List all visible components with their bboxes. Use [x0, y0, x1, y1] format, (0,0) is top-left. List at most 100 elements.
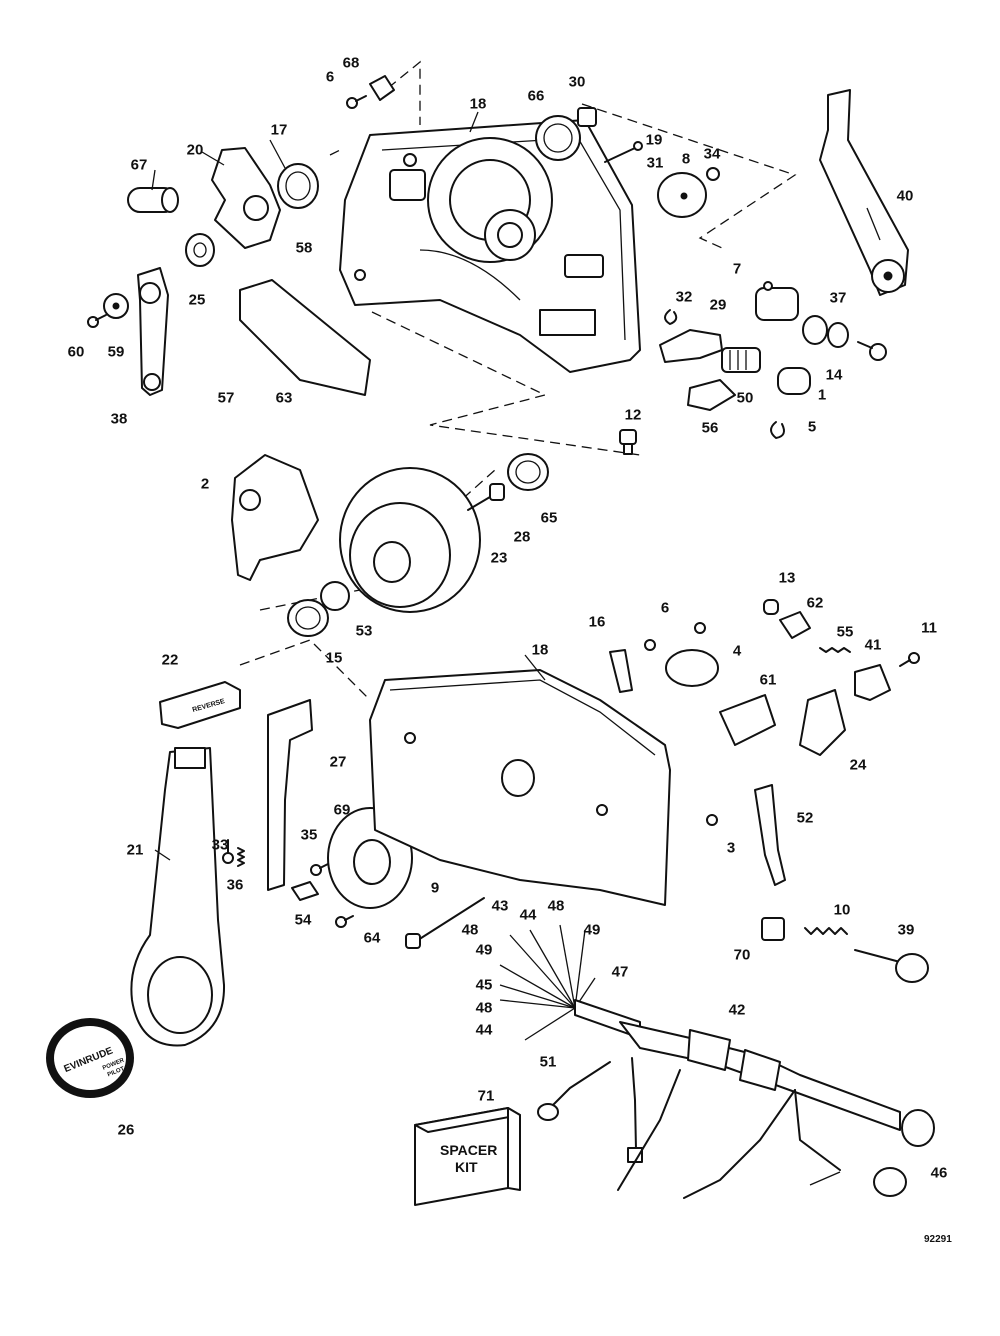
slider-27 — [267, 699, 313, 891]
callout-9: 9 — [430, 879, 440, 897]
callout-33: 33 — [211, 836, 229, 854]
clip-54 — [291, 881, 319, 901]
latch-56 — [687, 379, 736, 411]
plate-24 — [799, 689, 846, 756]
callout-16: 16 — [588, 613, 606, 631]
callout-1: 1 — [817, 386, 827, 404]
callout-48c: 48 — [475, 999, 493, 1017]
callout-6: 6 — [325, 68, 335, 86]
callout-13: 13 — [778, 569, 796, 587]
callout-12: 12 — [624, 406, 642, 424]
upper-housing — [339, 119, 641, 373]
bracket-2 — [231, 454, 319, 581]
callout-49b: 49 — [475, 941, 493, 959]
callout-46: 46 — [930, 1164, 948, 1182]
callout-58: 58 — [295, 239, 313, 257]
callout-10: 10 — [833, 901, 851, 919]
callout-5: 5 — [807, 418, 817, 436]
wire-leads — [499, 924, 596, 1041]
callout-66: 66 — [527, 87, 545, 105]
callout-45: 45 — [475, 976, 493, 994]
callout-52: 52 — [796, 809, 814, 827]
screw-11 — [899, 652, 920, 667]
callout-11: 11 — [921, 619, 937, 637]
callout-20: 20 — [186, 141, 204, 159]
screw-33 — [222, 839, 234, 864]
cover-plate-61 — [719, 694, 776, 746]
evinrude-badge: EVINRUDE POWER PILOT — [46, 1018, 134, 1098]
plug-13 — [763, 599, 779, 615]
ring-53 — [320, 581, 350, 611]
callout-15: 15 — [325, 649, 343, 667]
callout-64: 64 — [363, 929, 381, 947]
callout-34: 34 — [703, 145, 721, 163]
cylinder-67 — [127, 187, 179, 213]
block-62 — [779, 611, 811, 639]
washer-25 — [185, 233, 215, 267]
callout-19: 19 — [645, 131, 663, 149]
callout-61: 61 — [759, 671, 777, 689]
screw-7 — [763, 281, 773, 291]
nut-34 — [706, 167, 720, 181]
spring-10 — [804, 927, 848, 935]
drawing-code: 92291 — [924, 1234, 952, 1245]
lever-52 — [754, 784, 786, 886]
cylinder-1 — [777, 367, 811, 395]
callout-60: 60 — [67, 343, 85, 361]
callout-71: 71 — [477, 1087, 495, 1105]
callout-48b: 48 — [461, 921, 479, 939]
screw-35 — [310, 863, 329, 876]
callout-62: 62 — [806, 594, 824, 612]
callout-32: 32 — [675, 288, 693, 306]
switch-41 — [854, 664, 891, 701]
callout-3: 3 — [726, 839, 736, 857]
spacer-kit-line2: KIT — [455, 1159, 478, 1175]
callout-56: 56 — [701, 419, 719, 437]
handle-grip-22: REVERSE — [159, 681, 241, 729]
rod-39 — [854, 949, 929, 983]
screw-6-top — [346, 95, 367, 109]
callout-36: 36 — [226, 876, 244, 894]
control-handle-21 — [130, 747, 226, 1047]
callout-65: 65 — [540, 509, 558, 527]
leader-lines — [151, 111, 881, 1186]
callout-28: 28 — [513, 528, 531, 546]
callout-70: 70 — [733, 946, 751, 964]
screw-64 — [335, 915, 354, 928]
ring-66 — [535, 115, 581, 161]
ring-17 — [277, 163, 319, 209]
spacer-kit-box: SPACER KIT — [414, 1107, 521, 1206]
callout-30: 30 — [568, 73, 586, 91]
screw-19 — [604, 147, 636, 163]
callout-38: 38 — [110, 410, 128, 428]
screw-6-lower — [644, 622, 706, 651]
callout-26: 26 — [117, 1121, 135, 1139]
callout-4: 4 — [732, 642, 742, 660]
callout-55: 55 — [836, 623, 854, 641]
callout-51: 51 — [539, 1053, 557, 1071]
bracket-16 — [609, 649, 633, 693]
lower-housing-cover — [369, 669, 671, 906]
block-70 — [761, 917, 785, 941]
spring-55 — [819, 647, 851, 653]
callout-37: 37 — [829, 289, 847, 307]
sensor-4 — [665, 649, 719, 687]
callout-18b: 18 — [531, 641, 549, 659]
clip-68 — [369, 75, 395, 101]
screw-60 — [87, 314, 107, 328]
spring-clip-32 — [664, 309, 678, 325]
bolt-9 — [405, 897, 485, 949]
callout-21: 21 — [126, 841, 144, 859]
callout-41: 41 — [864, 636, 882, 654]
callout-29: 29 — [709, 296, 727, 314]
callout-50: 50 — [736, 389, 754, 407]
callout-63: 63 — [275, 389, 293, 407]
callout-53: 53 — [355, 622, 373, 640]
callout-6b: 6 — [660, 599, 670, 617]
callout-24: 24 — [849, 756, 867, 774]
callout-39: 39 — [897, 921, 915, 939]
callout-57: 57 — [217, 389, 235, 407]
callout-47: 47 — [611, 963, 629, 981]
callout-17: 17 — [270, 121, 288, 139]
